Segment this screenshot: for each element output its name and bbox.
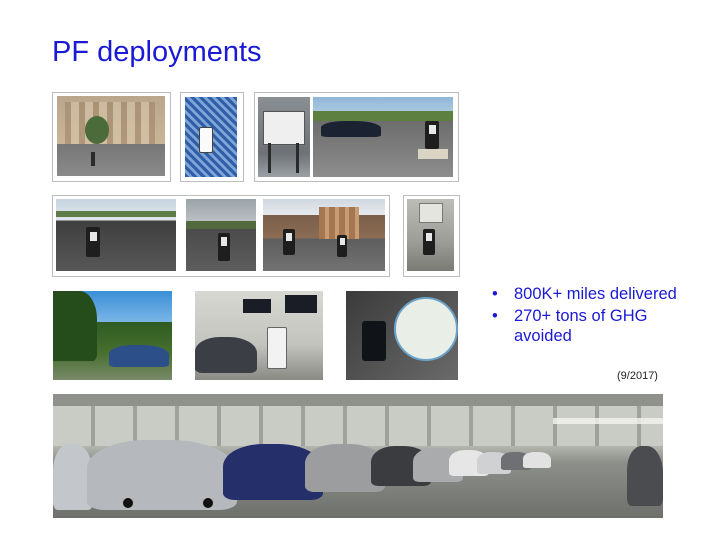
photo-apartment-chargers [263, 199, 385, 271]
photo-lot-cloudy [186, 199, 256, 271]
bullet-dot: • [492, 307, 498, 325]
bullet-miles: • 800K+ miles delivered [490, 284, 680, 304]
photo-fence-charger [185, 97, 237, 177]
photo-indoor-screens [195, 291, 323, 380]
slide-title: PF deployments [52, 36, 262, 68]
photo-garage-panorama [53, 394, 663, 518]
stats-bullet-list: • 800K+ miles delivered • 270+ tons of G… [490, 284, 680, 348]
bullet-dot: • [492, 285, 498, 303]
photo-parking-lot-car [313, 97, 453, 177]
bullet-miles-text: 800K+ miles delivered [514, 285, 677, 303]
photo-trees-parking [53, 291, 172, 380]
photo-sign-panel [258, 97, 310, 177]
bullet-ghg-text: 270+ tons of GHG avoided [514, 307, 648, 345]
photo-building-street [57, 96, 165, 176]
photo-phone-charger-label [346, 291, 458, 380]
bullet-ghg: • 270+ tons of GHG avoided [490, 306, 680, 346]
photo-lot-canopy [56, 199, 176, 271]
date-note: (9/2017) [617, 370, 658, 382]
photo-wall-charger [407, 199, 454, 271]
